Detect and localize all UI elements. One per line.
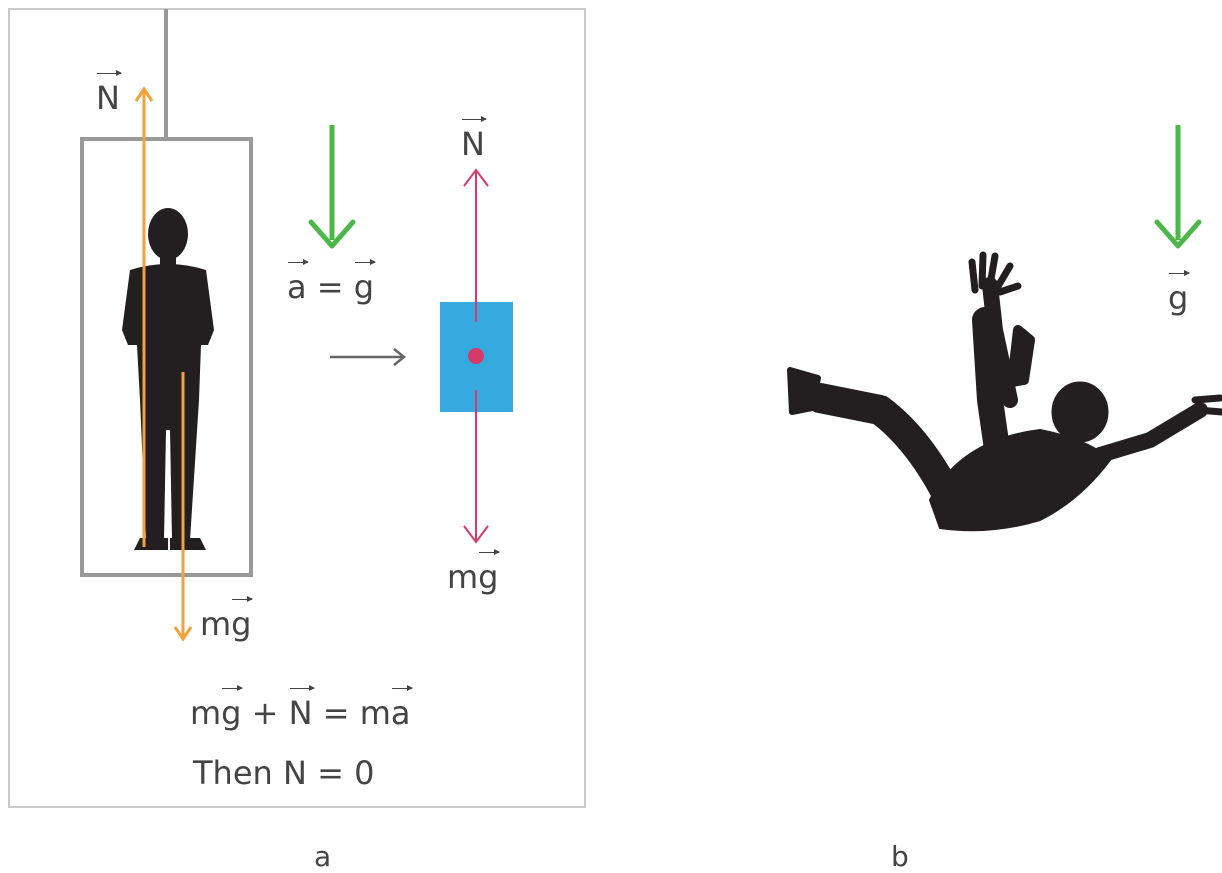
center-of-mass-dot [468,348,484,364]
panel-a-caption: a [314,843,331,871]
falling-person-silhouette [790,255,1222,530]
then-n-equals-zero: Then N = 0 [193,757,374,789]
gravity-label: g [1168,282,1188,314]
normal-force-label-orange: N [96,82,120,114]
weight-label-orange: mg [200,608,251,640]
newton-equation: mg + N = ma [190,697,411,729]
acceleration-equals-g-label: a = g [287,271,374,303]
normal-force-label-pink: N [461,128,485,160]
panel-b-caption: b [891,843,909,871]
standing-person-silhouette [122,208,214,550]
weight-label-pink: mg [447,561,498,593]
